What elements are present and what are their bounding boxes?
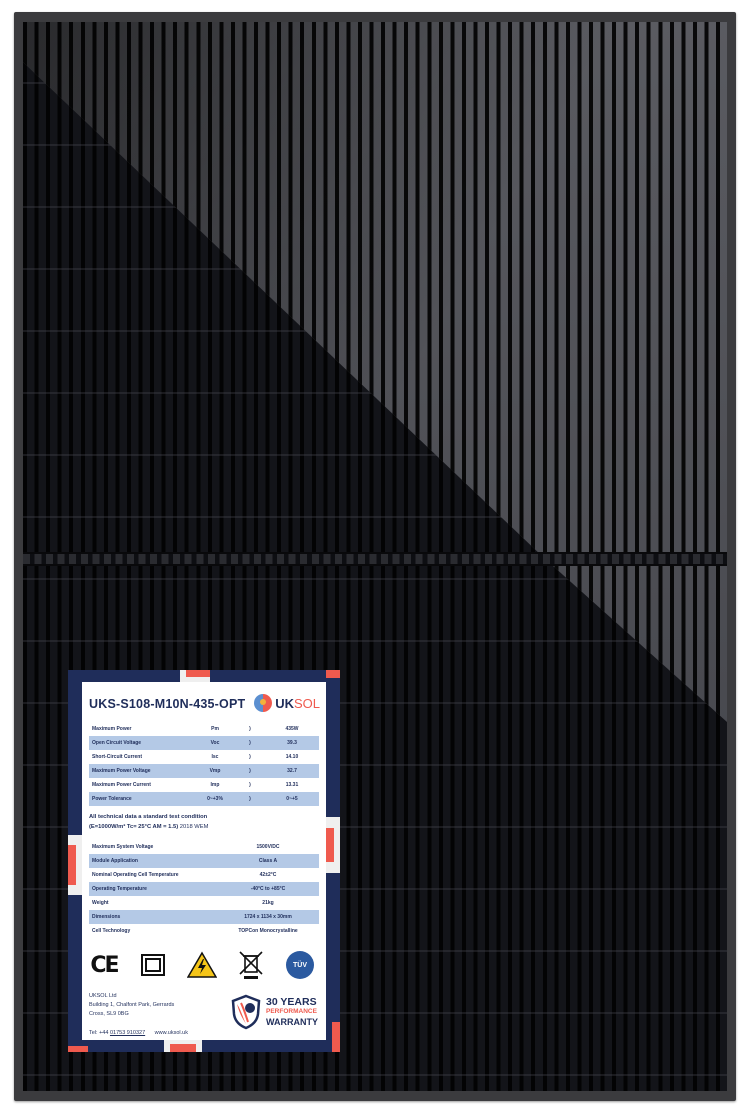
warranty-badge: 30 YEARS PERFORMANCE WARRANTY (231, 994, 318, 1030)
spec-row: Weight 21kg (92, 900, 274, 906)
class-ii-double-insulation-icon (136, 950, 170, 980)
brand-uk: UK (275, 695, 294, 711)
spec-row: Maximum System Voltage 1500V/DC (92, 844, 280, 850)
spec-row: Maximum Power Current Imp ) 13.31 (92, 782, 299, 788)
stc-note: All technical data a standard test condi… (89, 814, 209, 830)
half-cut-divider (23, 552, 727, 566)
spec-row: Nominal Operating Cell Temperature 42±2°… (92, 872, 277, 878)
brand-logo: UKSOL (254, 694, 320, 712)
company-contact: Tel: +44 01753 910327 www.uksol.uk (89, 1030, 188, 1036)
spec-row: Operating Temperature -40°C to +85°C (89, 882, 319, 896)
spec-row: Power Tolerance 0~+3% ) 0~+5 (89, 792, 319, 806)
ce-mark-icon: CE (90, 952, 119, 978)
module-spec-table: Maximum System Voltage 1500V/DC Module A… (89, 840, 319, 938)
border-red-corner (326, 670, 340, 678)
border-red-stripe (186, 670, 210, 677)
weee-crossed-bin-icon (234, 950, 268, 980)
spec-row: Cell Technology TOPCon Monocrystalline (92, 928, 298, 934)
company-address: UKSOL Ltd Building 1, Chalfont Park, Ger… (89, 993, 175, 1017)
lion-shield-icon (231, 994, 261, 1030)
solar-panel (14, 12, 736, 1101)
website-link[interactable]: www.uksol.uk (154, 1030, 188, 1036)
border-red-corner (332, 1022, 340, 1052)
model-number: UKS-S108-M10N-435-OPT (89, 697, 246, 711)
electrical-spec-table: Maximum Power Pm ) 435W Open Circuit Vol… (89, 722, 319, 806)
border-red-stripe (170, 1044, 196, 1052)
spec-row: Open Circuit Voltage Voc ) 39.3 (89, 736, 319, 750)
spec-row: Short-Circuit Current Isc ) 14.10 (92, 754, 299, 760)
spec-label: UKS-S108-M10N-435-OPT UKSOL Maximum Powe… (68, 670, 340, 1052)
spec-row: Maximum Power Voltage Vmp ) 32.7 (89, 764, 319, 778)
label-border-bottom (68, 1040, 340, 1052)
uksol-sun-logo-icon (254, 694, 273, 712)
border-red-stripe (326, 828, 334, 862)
certification-marks: CE TÜV (87, 950, 317, 980)
spec-row: Dimensions 1724 x 1134 x 30mm (89, 910, 319, 924)
phone-link[interactable]: 01753 910327 (109, 1030, 146, 1036)
border-red-corner (68, 1046, 88, 1052)
solar-cell-area (23, 22, 727, 1091)
tuv-sud-certification-icon: TÜV (283, 950, 317, 980)
brand-sol: SOL (293, 695, 320, 711)
border-red-stripe (68, 845, 76, 885)
spec-row: Maximum Power Pm ) 435W (92, 726, 299, 732)
spec-row: Module Application Class A (89, 854, 319, 868)
label-body: UKS-S108-M10N-435-OPT UKSOL Maximum Powe… (82, 682, 326, 1040)
high-voltage-warning-icon (185, 950, 219, 980)
